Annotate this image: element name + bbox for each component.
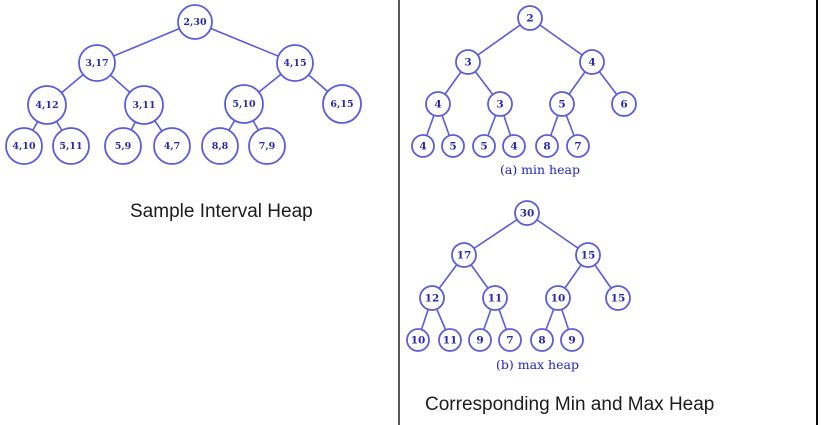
tree-node-value: 4,10 xyxy=(12,141,36,152)
tree-node-circle xyxy=(545,285,571,311)
tree-node-value: 2,30 xyxy=(183,17,207,28)
tree-node-value: 30 xyxy=(520,208,535,220)
panel-divider-line xyxy=(398,0,400,425)
tree-node-circle xyxy=(451,242,477,268)
tree-node-circle xyxy=(575,242,601,268)
tree-node-circle xyxy=(611,91,637,117)
tree-node-circle xyxy=(482,285,508,311)
tree-node-circle xyxy=(411,134,435,158)
tree-node-circle xyxy=(579,49,605,75)
tree-node-circle xyxy=(605,285,631,311)
tree-node-circle xyxy=(549,91,575,117)
tree-node-value: 7 xyxy=(574,141,581,153)
tree-node-value: 5,10 xyxy=(232,99,256,110)
tree-node-circle xyxy=(5,127,43,165)
tree-node-value: 7 xyxy=(506,335,513,347)
tree-node-circle xyxy=(153,127,191,165)
tree-node-circle xyxy=(425,91,451,117)
tree-node-circle xyxy=(201,127,239,165)
tree-node-value: 4 xyxy=(419,141,426,153)
tree-node-circle xyxy=(104,127,142,165)
tree-node-value: 5 xyxy=(558,99,565,111)
tree-node-value: 3 xyxy=(496,99,503,111)
tree-node-value: 4,15 xyxy=(283,58,306,69)
tree-node-value: 6 xyxy=(620,99,627,111)
tree-node-circle xyxy=(52,127,90,165)
tree-node-circle xyxy=(566,134,590,158)
tree-node-circle xyxy=(530,328,554,352)
tree-node-circle xyxy=(535,134,559,158)
tree-node-value: 17 xyxy=(457,250,472,262)
tree-node-circle xyxy=(468,328,492,352)
tree-node-value: 7,9 xyxy=(259,141,276,152)
tree-node-circle xyxy=(517,5,543,31)
tree-node-value: 4,7 xyxy=(164,141,181,152)
right-border-line xyxy=(816,0,818,425)
tree-node-circle xyxy=(248,127,286,165)
tree-node-value: 4 xyxy=(588,57,595,69)
tree-node-value: 4,12 xyxy=(35,100,58,111)
tree-node-circle xyxy=(177,4,213,40)
tree-node-value: 11 xyxy=(488,293,503,305)
tree-node-value: 15 xyxy=(611,293,626,305)
tree-node-value: 9 xyxy=(476,335,483,347)
tree-node-value: 5,11 xyxy=(59,141,82,152)
tree-node-circle xyxy=(27,85,67,125)
interval-heap-tree: 2,30 3,17 4,15 4,12 3,11 5,10 6,15 4,10 5,11 5,9 4… xyxy=(5,4,362,165)
tree-node-value: 3,11 xyxy=(132,100,155,111)
tree-node-circle xyxy=(441,134,465,158)
min-heap-caption: (a) min heap xyxy=(500,162,580,177)
tree-node-value: 5,9 xyxy=(115,141,132,152)
tree-node-value: 6,15 xyxy=(330,99,353,110)
tree-node-value: 10 xyxy=(551,293,566,305)
tree-node-circle xyxy=(455,49,481,75)
tree-node-value: 4 xyxy=(510,141,517,153)
tree-node-circle xyxy=(472,134,496,158)
tree-node-value: 3 xyxy=(464,57,471,69)
tree-node-circle xyxy=(560,328,584,352)
min-max-heap-caption: Corresponding Min and Max Heap xyxy=(425,394,715,415)
tree-node-circle xyxy=(124,85,164,125)
tree-node-circle xyxy=(406,328,430,352)
tree-node-circle xyxy=(78,44,116,82)
tree-node-circle xyxy=(438,328,462,352)
tree-node-value: 15 xyxy=(581,250,596,262)
tree-node-value: 11 xyxy=(443,335,458,347)
tree-node-value: 5 xyxy=(449,141,456,153)
max-heap-tree: 30 17 15 12 11 10 15 10 11 9 7 8 9 xyxy=(406,200,631,352)
tree-node-value: 8 xyxy=(538,335,545,347)
interval-heap-caption: Sample Interval Heap xyxy=(130,201,313,222)
tree-node-value: 12 xyxy=(425,293,440,305)
tree-node-circle xyxy=(514,200,540,226)
tree-node-value: 8 xyxy=(543,141,550,153)
tree-node-value: 2 xyxy=(526,13,533,25)
tree-node-circle xyxy=(224,84,264,124)
tree-node-value: 5 xyxy=(480,141,487,153)
tree-node-circle xyxy=(322,84,362,124)
tree-node-circle xyxy=(276,44,314,82)
tree-node-value: 10 xyxy=(411,335,426,347)
tree-node-circle xyxy=(487,91,513,117)
tree-node-value: 9 xyxy=(568,335,575,347)
tree-node-value: 4 xyxy=(434,99,441,111)
tree-node-value: 8,8 xyxy=(212,141,229,152)
max-heap-caption: (b) max heap xyxy=(496,357,579,372)
min-heap-tree: 2 3 4 4 3 5 6 4 5 5 4 8 7 xyxy=(411,5,637,158)
tree-node-circle xyxy=(502,134,526,158)
tree-node-circle xyxy=(498,328,522,352)
tree-node-circle xyxy=(419,285,445,311)
tree-node-value: 3,17 xyxy=(85,58,108,69)
